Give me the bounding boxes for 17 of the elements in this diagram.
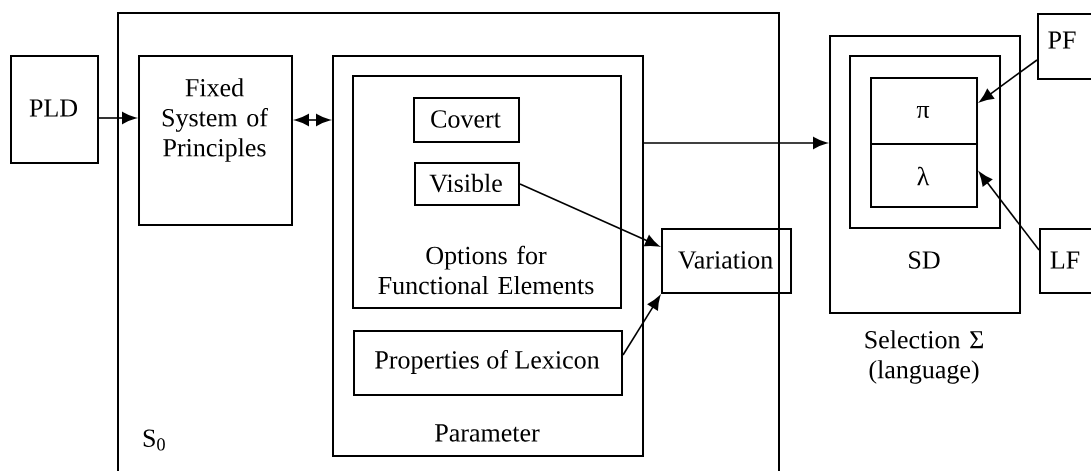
arrow: [519, 183, 659, 247]
box: PLD: [10, 55, 99, 164]
arrow: [98, 112, 136, 124]
empty-box: [849, 55, 1001, 229]
arrow: [295, 114, 330, 126]
box: Properties of Lexicon: [353, 330, 623, 396]
box: π: [870, 77, 978, 145]
box: PF: [1037, 13, 1091, 80]
box: Variation: [661, 228, 792, 294]
box: Fixed System of Principles: [138, 55, 293, 226]
box: Covert: [413, 97, 520, 143]
box-caption: Selection Σ (language): [865, 330, 983, 384]
arrow: [979, 59, 1038, 102]
box: λ: [870, 143, 978, 208]
arrow: [643, 137, 827, 149]
box: Visible: [414, 162, 520, 206]
box: LF: [1039, 228, 1091, 294]
